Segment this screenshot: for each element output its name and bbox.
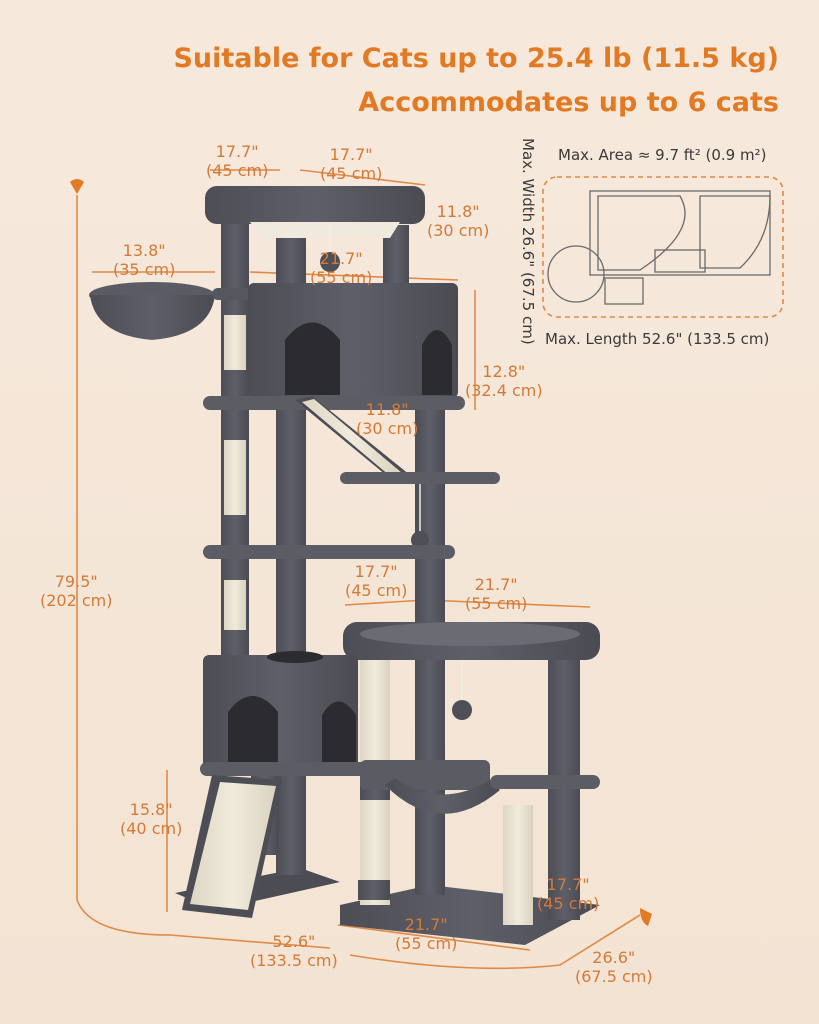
floorplan-length: Max. Length 52.6" (133.5 cm) [545,330,770,348]
dim-base-width: 21.7"(55 cm) [395,915,458,953]
dimension-arrows [70,179,652,926]
upper-ramp [295,396,410,480]
dim-total-height: 79.5"(202 cm) [40,572,113,610]
dim-top-depth: 11.8"(30 cm) [427,202,490,240]
top-perch [205,186,425,272]
dim-basket: 13.8"(35 cm) [113,241,176,279]
headline-capacity: Accommodates up to 6 cats [358,87,779,118]
dim-condo-width: 21.7"(55 cm) [310,249,373,287]
floorplan-area: Max. Area ≈ 9.7 ft² (0.9 m²) [558,146,767,164]
floorplan-width: Max. Width 26.6" (67.5 cm) [519,138,537,345]
dim-top-left: 17.7"(45 cm) [206,142,269,180]
lower-perch [343,622,600,720]
lower-ramp [182,775,282,918]
dim-base-depth: 17.7"(45 cm) [537,875,600,913]
dim-lower-right: 21.7"(55 cm) [465,575,528,613]
headline-weight: Suitable for Cats up to 25.4 lb (11.5 kg… [173,43,779,74]
dim-total-length: 52.6"(133.5 cm) [250,932,338,970]
upper-condo [203,283,465,410]
dimension-lines [76,169,641,970]
dim-top-right: 17.7"(45 cm) [320,145,383,183]
hammock [360,760,600,814]
dim-condo-height: 12.8"(32.4 cm) [465,362,543,400]
dim-lower-left: 17.7"(45 cm) [345,562,408,600]
mid-platforms [203,472,500,559]
floor-plan [542,176,784,318]
dim-total-width: 26.6"(67.5 cm) [575,948,653,986]
dim-mid-platform: 11.8"(30 cm) [356,400,419,438]
lower-condo [200,651,420,776]
dim-ramp-height: 15.8"(40 cm) [120,800,183,838]
